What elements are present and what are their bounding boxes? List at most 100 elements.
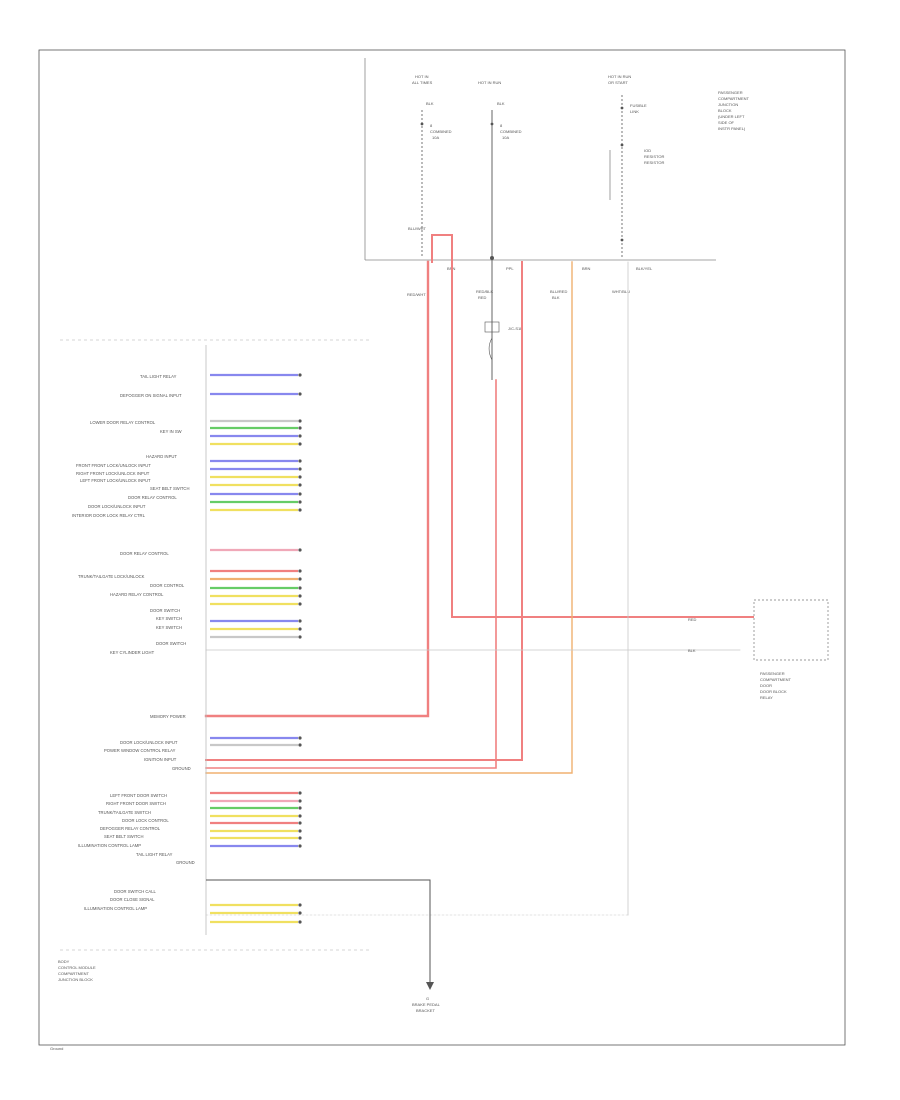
ground: G BRAKE PEDAL BRACKET — [206, 879, 441, 1013]
g1-label-5: RIGHT FRONT LOCK/UNLOCK INPUT — [76, 471, 150, 476]
ground-label: G — [426, 996, 429, 1001]
g3-label-1: MEMORY POWER — [150, 714, 186, 719]
red-wire-group — [204, 234, 741, 916]
pin-terminal — [298, 736, 302, 740]
pin-terminal — [298, 920, 302, 924]
iod-label-2: RESISTOR — [644, 154, 664, 159]
rc-line-4: DOOR BLOCK — [760, 689, 787, 694]
g2-label-3: DOOR CONTROL — [150, 583, 185, 588]
pin-terminal — [298, 635, 302, 639]
g5-label-2: DOOR CLOSE SIGNAL — [110, 897, 155, 902]
g1-label-7: SEAT BELT SWITCH — [150, 486, 189, 491]
group3-labels: MEMORY POWER DOOR LOCK/UNLOCK INPUT POWE… — [104, 714, 191, 771]
g5-label-1: DOOR SWITCH CALL — [114, 889, 157, 894]
fuse-1-wire: BLK — [426, 101, 434, 106]
pin-terminal — [298, 500, 302, 504]
pcjb-line-3: JUNCTION — [718, 102, 738, 107]
pcjb-line-6: SIDE OF — [718, 120, 735, 125]
pin-terminal — [298, 594, 302, 598]
pin-terminal — [298, 492, 302, 496]
pcjb-line-4: BLOCK — [718, 108, 732, 113]
wire-stubs — [210, 373, 302, 924]
pin-terminal — [298, 467, 302, 471]
bottom-note-1: BODY — [58, 959, 70, 964]
joint-label: J/C-S1B — [508, 326, 523, 331]
g1-label-8: DOOR RELAY CONTROL — [128, 495, 177, 500]
fuse-2-number: 8 — [500, 123, 503, 128]
g1-label-1: LOWER DOOR RELAY CONTROL — [90, 420, 156, 425]
g2-label-6: KEY SWITCH — [156, 616, 182, 621]
iod-label: IOD — [644, 148, 651, 153]
g4-label-4: DOOR LOCK CONTROL — [122, 818, 169, 823]
g3-label-2: DOOR LOCK/UNLOCK INPUT — [120, 740, 178, 745]
fuse-2-wire: BLK — [497, 101, 505, 106]
pin-terminal — [298, 791, 302, 795]
tail-light-relay-label: TAIL LIGHT RELAY — [140, 374, 177, 379]
g4-label-8: TAIL LIGHT RELAY — [136, 852, 173, 857]
right-pin-2: BLK — [688, 648, 696, 653]
fuse-3: HOT IN RUN OR START FUSIBLE LINK — [608, 74, 647, 114]
bottom-note-4: JUNCTION BLOCK — [58, 977, 93, 982]
fuse-3-subtitle: OR START — [608, 80, 628, 85]
connector-label-2: RED/BLK — [476, 289, 493, 294]
fuse-1-number: 8 — [430, 123, 433, 128]
pin-terminal — [298, 419, 302, 423]
fuse-3-title: HOT IN RUN — [608, 74, 631, 79]
g1-label-6: LEFT FRONT LOCK/UNLOCK INPUT — [80, 478, 151, 483]
pin-terminal — [298, 836, 302, 840]
top-junction-block — [364, 58, 716, 261]
group5-labels: DOOR SWITCH CALL DOOR CLOSE SIGNAL ILLUM… — [84, 889, 157, 911]
iod-label-3: RESISTOR — [644, 160, 664, 165]
pin-terminal — [298, 844, 302, 848]
connector-sub-1: RED — [478, 295, 487, 300]
g2-label-9: KEY CYLINDER LIGHT — [110, 650, 155, 655]
joint-connector: J/C-S1B — [484, 258, 523, 380]
pin-terminal — [298, 829, 302, 833]
connector-label-4: WHT/BLU — [612, 289, 630, 294]
fuse-lines — [420, 95, 624, 260]
pcjb-line-1: PASSENGER — [718, 90, 743, 95]
g3-label-5: GROUND — [172, 766, 191, 771]
connector-label-1: RED/WHT — [407, 292, 426, 297]
group4-labels: LEFT FRONT DOOR SWITCH RIGHT FRONT DOOR … — [78, 793, 195, 865]
g4-label-6: SEAT BELT SWITCH — [104, 834, 143, 839]
passenger-box-label: PASSENGER COMPARTMENT JUNCTION BLOCK (UN… — [718, 90, 750, 131]
fuse-1-rating: 10A — [432, 135, 439, 140]
pin-terminal — [298, 392, 302, 396]
pin-terminal — [298, 806, 302, 810]
g1-label-2: KEY IN SW — [160, 429, 182, 434]
pin-terminal — [298, 548, 302, 552]
pin-terminal — [298, 434, 302, 438]
pin-terminal — [298, 475, 302, 479]
wire-label-4: BRN — [582, 266, 591, 271]
g3-label-4: IGNITION INPUT — [144, 757, 177, 762]
fuse-1-subtitle: ALL TIMES — [412, 80, 433, 85]
pin-terminal — [298, 627, 302, 631]
g4-label-9: GROUND — [176, 860, 195, 865]
g4-label-5: DEFOGGER RELAY CONTROL — [100, 826, 161, 831]
g1-label-3: HAZARD INPUT — [146, 454, 177, 459]
g4-label-1: LEFT FRONT DOOR SWITCH — [110, 793, 167, 798]
pin-terminal — [298, 602, 302, 606]
fuse-2: HOT IN RUN BLK 8 COMBINED 10A — [478, 80, 522, 140]
group2-labels: DOOR RELAY CONTROL TRUNK/TAILGATE LOCK/U… — [78, 551, 186, 655]
g2-label-8: DOOR SWITCH — [156, 641, 186, 646]
pin-terminal — [298, 814, 302, 818]
wire-label-3: PPL — [506, 266, 514, 271]
fuse-3-type: FUSIBLE — [630, 103, 647, 108]
pin-terminal — [298, 569, 302, 573]
fuse-3-link: LINK — [630, 109, 639, 114]
pin-terminal — [298, 577, 302, 581]
connector-sub-2: BLK — [552, 295, 560, 300]
pin-terminal — [298, 508, 302, 512]
connector-labels: RED/WHT RED/BLK BLU/RED WHT/BLU RED BLK — [407, 289, 630, 300]
g1-label-4: FRONT FRONT LOCK/UNLOCK INPUT — [76, 463, 151, 468]
pcjb-line-5: (UNDER LEFT — [718, 114, 745, 119]
g2-label-4: HAZARD RELAY CONTROL — [110, 592, 164, 597]
g2-label-7: KEY SWITCH — [156, 625, 182, 630]
rc-line-3: DOOR — [760, 683, 772, 688]
pin-terminal — [298, 483, 302, 487]
top-wire-labels: BLU/WHT BRN PPL BRN BLK/YEL — [408, 226, 653, 271]
fuse-2-type: COMBINED — [500, 129, 522, 134]
